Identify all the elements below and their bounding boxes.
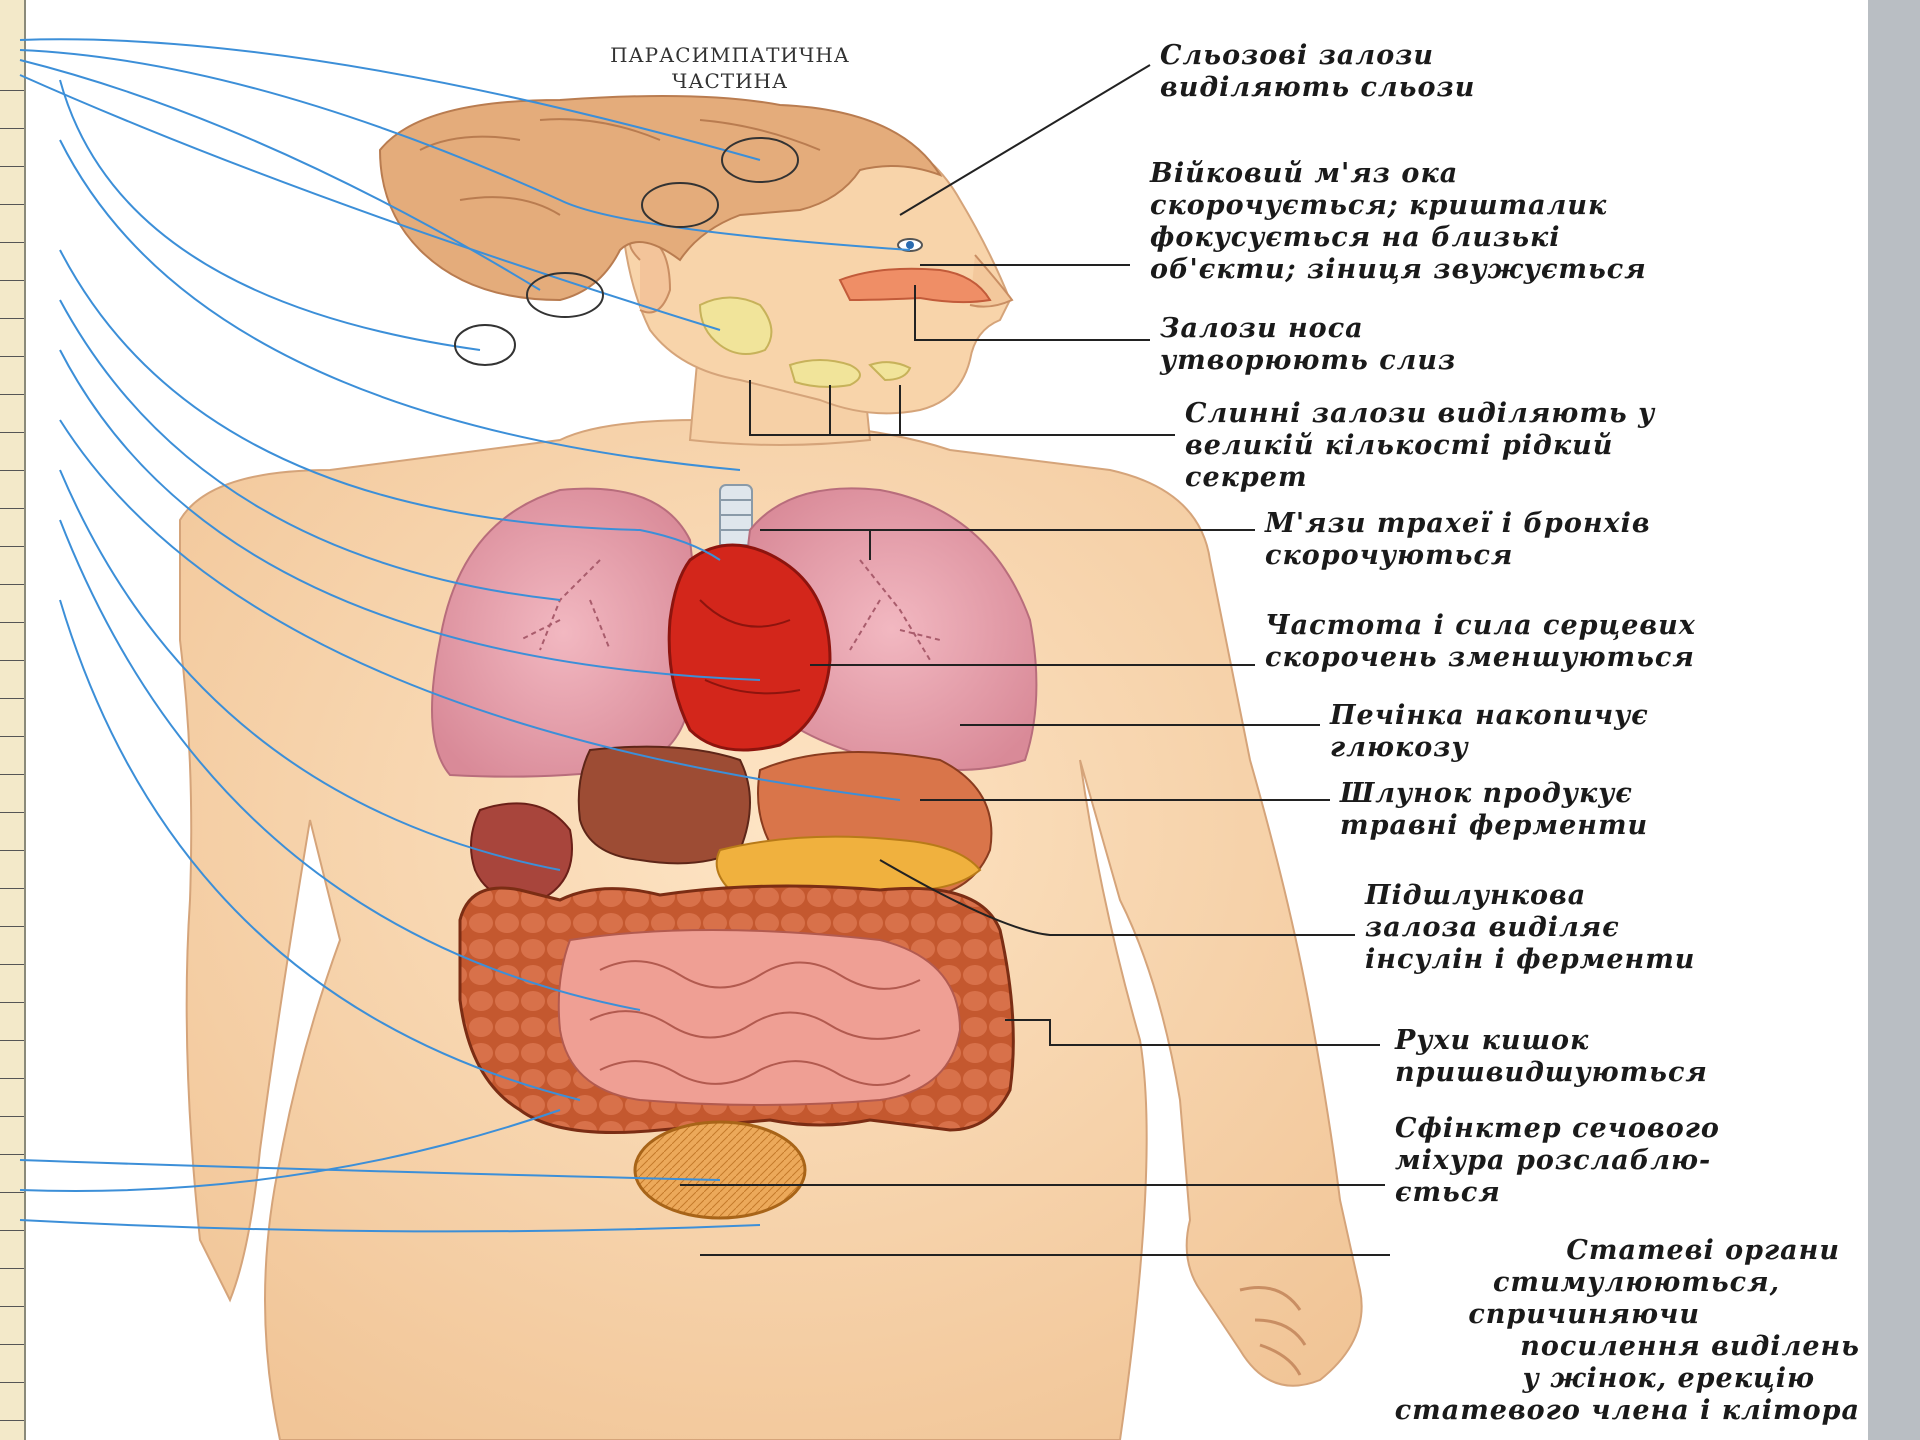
spine-segment-line [0,1420,24,1421]
spine-segment-line [0,926,24,927]
spine-segment-line [0,1002,24,1003]
label-lacrimal: Сльозові залози виділяють сльози [1160,40,1475,104]
spine-segment-line [0,622,24,623]
title-line-2: ЧАСТИНА [520,68,940,94]
label-line: скорочень зменшуються [1265,642,1696,674]
label-line: посилення виділень [1185,1331,1860,1363]
spine-segment-line [0,508,24,509]
spine-segment-line [0,356,24,357]
spine-segment-line [0,812,24,813]
spine-segment-line [0,242,24,243]
spine-segment-line [0,1344,24,1345]
spine-segment-line [0,470,24,471]
spine-segment-line [0,888,24,889]
label-line: скорочується; кришталик [1150,190,1647,222]
label-line: Частота і сила серцевих [1265,610,1696,642]
label-intestine: Рухи кишок пришвидшуються [1395,1025,1708,1089]
spine-segment-line [0,698,24,699]
spine-segment-line [0,90,24,91]
label-line: ється [1395,1177,1720,1209]
label-line: виділяють сльози [1160,72,1475,104]
label-nasal: Залози носа утворюють слиз [1160,313,1456,377]
spine-segment-line [0,394,24,395]
spine-segment-line [0,584,24,585]
spine-segment-line [0,128,24,129]
urinary-bladder [635,1122,805,1218]
spine-segment-line [0,1154,24,1155]
label-line: великій кількості рідкий [1185,430,1655,462]
label-liver: Печінка накопичує глюкозу [1330,700,1649,764]
label-line: фокусується на близькі [1150,222,1647,254]
label-line: спричиняючи [1185,1299,1700,1331]
spine-segment-line [0,1382,24,1383]
label-line: скорочуються [1265,540,1651,572]
spine-segment-line [0,736,24,737]
label-line: у жінок, ерекцію [1185,1363,1815,1395]
label-trachea: М'язи трахеї і бронхів скорочуються [1265,508,1651,572]
title-line-1: ПАРАСИМПАТИЧНА [520,42,940,68]
small-intestine [559,930,960,1105]
label-line: Залози носа [1160,313,1456,345]
label-line: Сльозові залози [1160,40,1475,72]
label-bladder: Сфінктер сечового міхура розслаблю- єтьс… [1395,1113,1720,1209]
label-line: міхура розслаблю- [1395,1145,1720,1177]
spine-segment-line [0,1040,24,1041]
spine-segment-line [0,1116,24,1117]
label-genitals: Статеві органи стимулюються, спричиняючи… [1185,1235,1860,1427]
diagram-title: ПАРАСИМПАТИЧНА ЧАСТИНА [520,42,940,94]
label-line: Шлунок продукує [1340,778,1648,810]
label-line: Рухи кишок [1395,1025,1708,1057]
slide-edge-bar [1868,0,1920,1440]
label-pancreas: Підшлункова залоза виділяє інсулін і фер… [1365,880,1695,976]
spine-segment-line [0,546,24,547]
label-line: інсулін і ферменти [1365,944,1695,976]
spine-segment-line [0,166,24,167]
label-ciliary: Війковий м'яз ока скорочується; криштали… [1150,158,1647,286]
label-stomach: Шлунок продукує травні ферменти [1340,778,1648,842]
head [380,96,1012,413]
label-line: Сфінктер сечового [1395,1113,1720,1145]
spine-segment-line [0,204,24,205]
spine-segment-line [0,850,24,851]
spine-segment-line [0,774,24,775]
spine-segment-line [0,1078,24,1079]
label-line: М'язи трахеї і бронхів [1265,508,1651,540]
label-heart: Частота і сила серцевих скорочень зменшу… [1265,610,1696,674]
label-line: Слинні залози виділяють у [1185,398,1655,430]
label-line: Війковий м'яз ока [1150,158,1647,190]
label-line: утворюють слиз [1160,345,1456,377]
liver [579,747,750,864]
label-line: стимулюються, [1185,1267,1780,1299]
label-line: Статеві органи [1185,1235,1840,1267]
spine-segment-line [0,660,24,661]
label-line: Підшлункова [1365,880,1695,912]
label-line: глюкозу [1330,732,1649,764]
label-line: травні ферменти [1340,810,1648,842]
label-line: залоза виділяє [1365,912,1695,944]
spine-segment-line [0,1268,24,1269]
label-line: пришвидшуються [1395,1057,1708,1089]
spine-segment-line [0,318,24,319]
label-line: об'єкти; зіниця звужується [1150,254,1647,286]
spine-segment-line [0,964,24,965]
spine-segment-line [0,1192,24,1193]
spine-segment-line [0,280,24,281]
spine-segment-line [0,1230,24,1231]
label-line: секрет [1185,462,1655,494]
label-line: статевого члена і клітора [1185,1395,1860,1427]
label-line: Печінка накопичує [1330,700,1649,732]
spine-segment-line [0,432,24,433]
spine-segment-line [0,1306,24,1307]
label-salivary: Слинні залози виділяють у великій кілько… [1185,398,1655,494]
